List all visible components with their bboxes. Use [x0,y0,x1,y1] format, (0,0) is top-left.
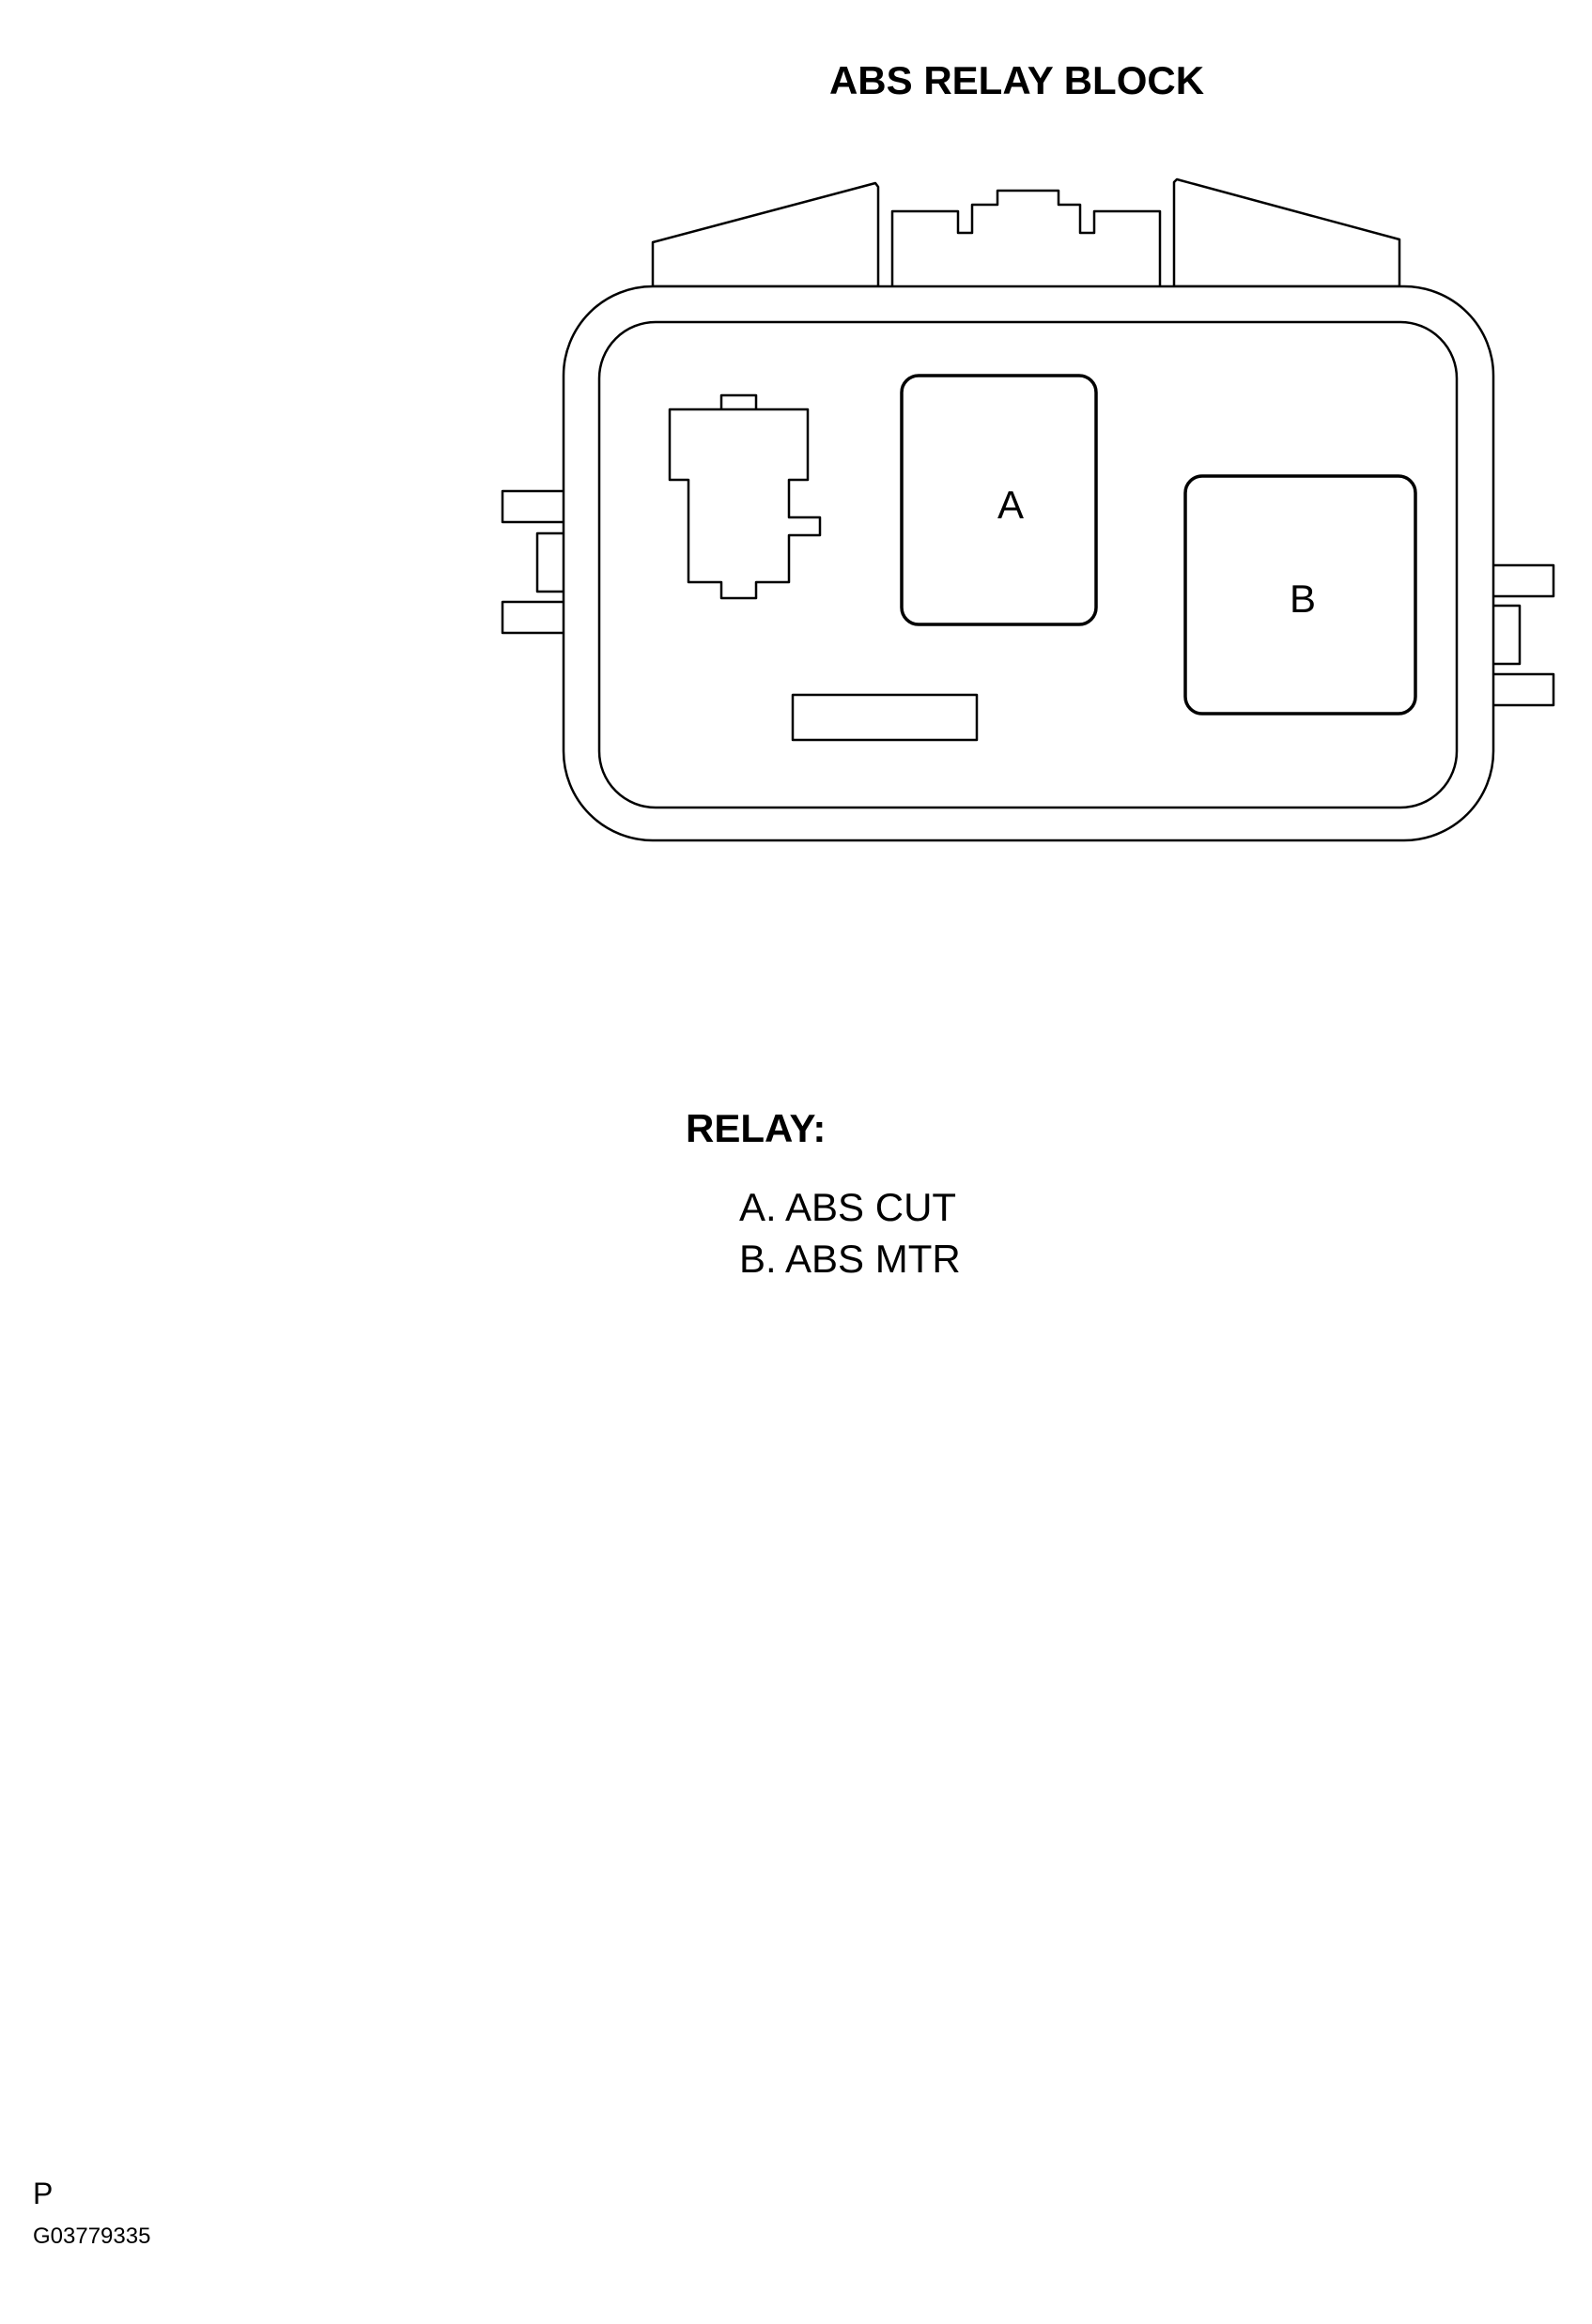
relay-legend: A. ABS CUT B. ABS MTR [739,1181,961,1285]
left-side-clip [501,489,568,635]
relay-b-label: B [1290,577,1316,621]
top-right-tab [1172,177,1401,288]
small-connector [668,393,822,600]
right-side-clip [1490,563,1555,707]
relay-a [900,374,1098,626]
footer-code: P [33,2177,54,2210]
relay-block-inner-housing [597,320,1459,809]
fuse-slot [791,693,979,742]
legend-item: A. ABS CUT [739,1185,957,1229]
legend-item: B. ABS MTR [739,1237,961,1281]
top-center-connector [890,189,1162,286]
relay-block-outer-housing [562,285,1495,842]
relay-b [1183,474,1417,716]
top-left-tab [651,181,880,288]
abs-relay-block-diagram: A B [501,177,1555,842]
legend-heading: RELAY: [686,1106,827,1150]
relay-a-label: A [997,483,1024,527]
figure-id: G03779335 [33,2224,151,2249]
diagram-title: ABS RELAY BLOCK [828,58,1205,102]
